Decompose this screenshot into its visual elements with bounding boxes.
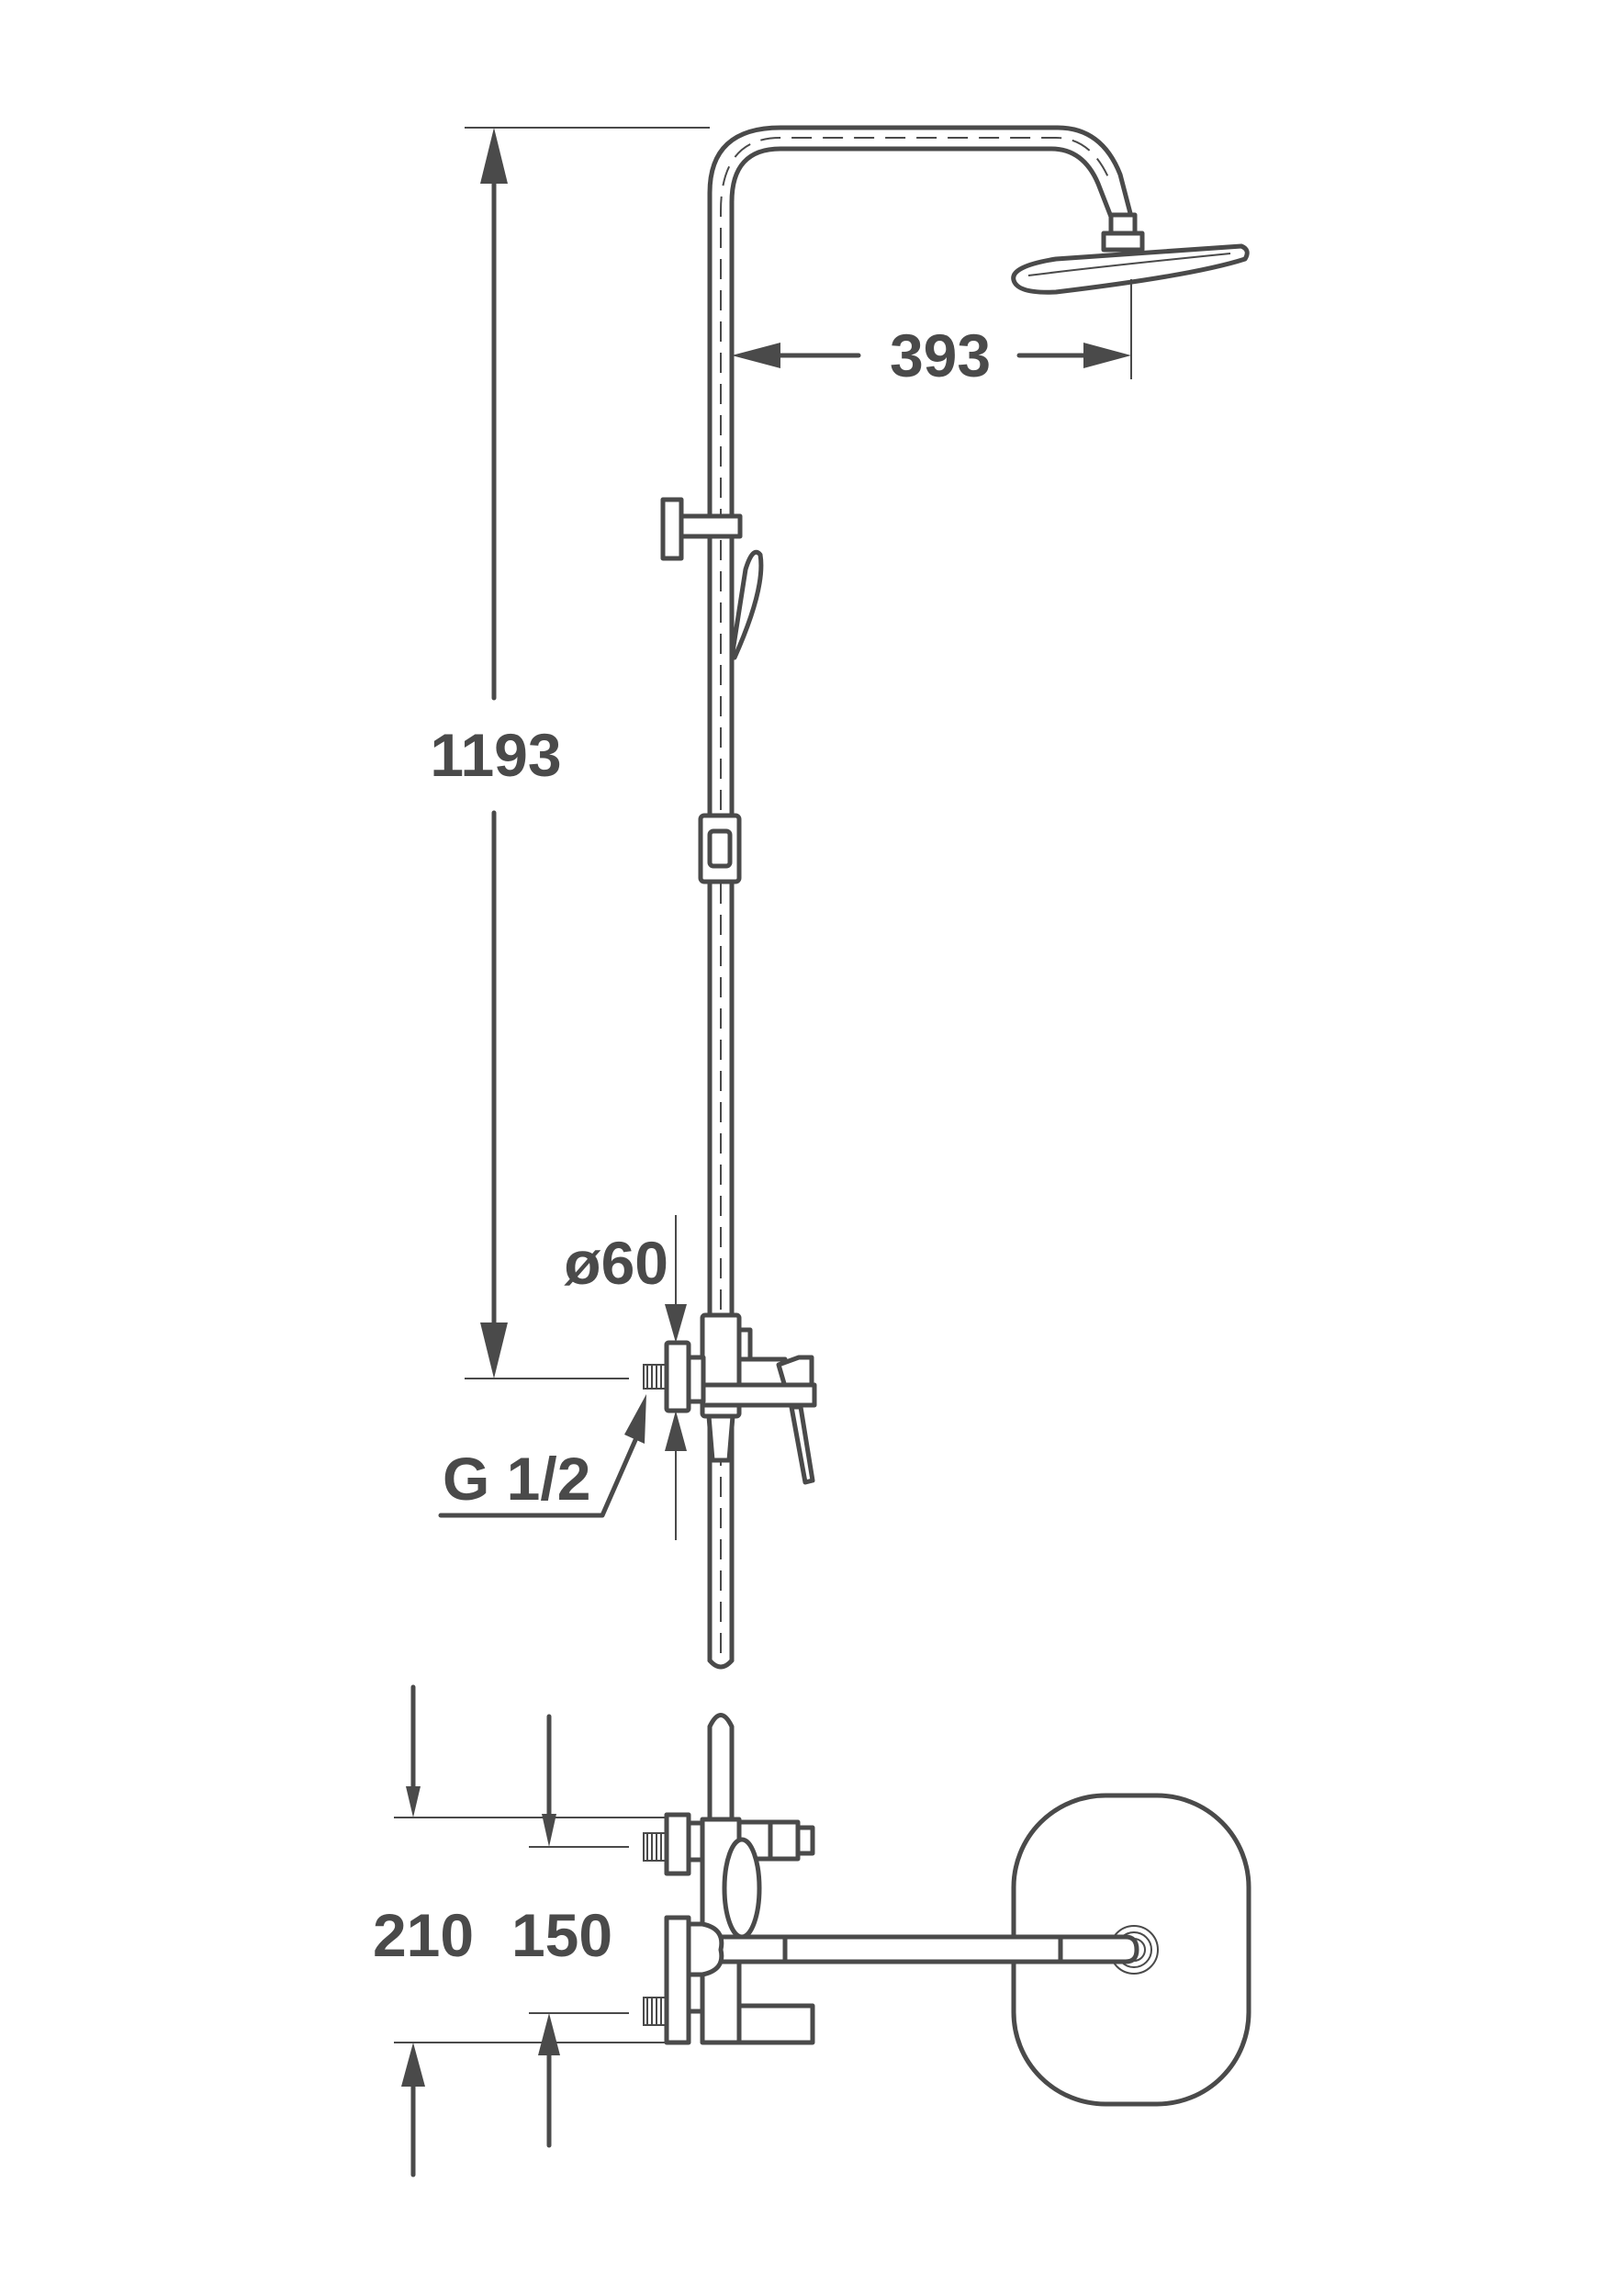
riser-pipe: [707, 125, 1134, 1670]
shower-head: [1011, 212, 1250, 295]
inlet-spacing-210-dimension: [394, 1684, 667, 2178]
inlet-spacing-150-label: 150: [511, 1901, 612, 1969]
slider: [698, 813, 742, 884]
flange-diameter-dimension: [665, 1215, 687, 1540]
thread-leader: [438, 1394, 646, 1518]
mixer-front: [643, 1312, 817, 1485]
flange-diameter-label: ø60: [564, 1229, 668, 1297]
inlet-spacing-150-dimension: [529, 1714, 629, 2148]
reach-label: 393: [890, 321, 991, 389]
height-label: 1193: [430, 721, 561, 789]
height-dimension: [465, 127, 710, 1379]
hand-shower-holder: [660, 497, 764, 660]
mixer-bottom-view: [643, 1713, 1251, 2107]
reach-dimension: [732, 279, 1132, 379]
inlet-spacing-210-label: 210: [373, 1901, 474, 1969]
thread-label: G 1/2: [443, 1445, 590, 1513]
